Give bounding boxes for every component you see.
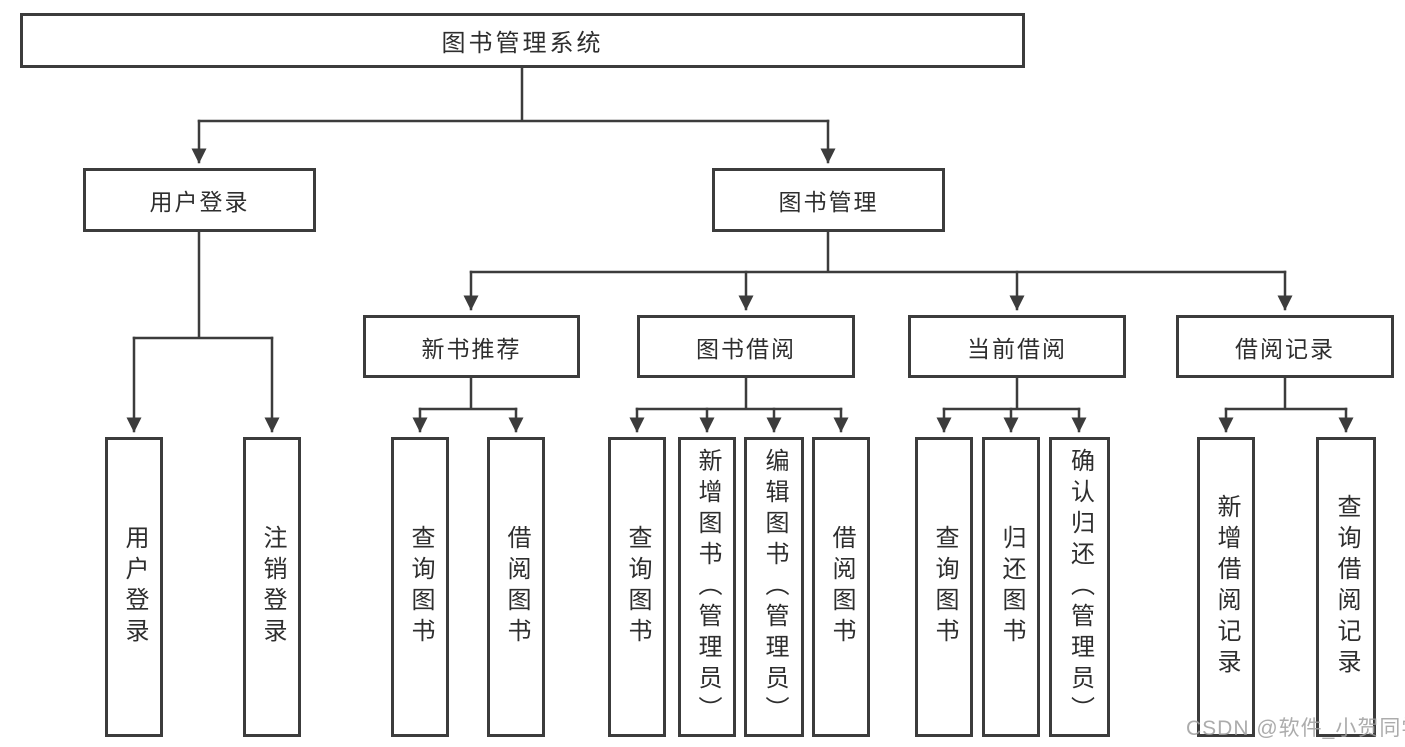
node-user-login: 用户登录: [83, 168, 316, 232]
node-label: 当前借阅: [967, 335, 1067, 362]
node-book-borrow: 图书借阅: [637, 315, 855, 378]
leaf-add-books-admin: 新增图书（管理员）: [678, 437, 736, 737]
leaf-borrow-books-newbook: 借阅图书: [487, 437, 545, 737]
connector-borrow-to-leaves: [629, 376, 849, 433]
node-label: 图书借阅: [696, 335, 796, 362]
leaf-label: 用户登录: [121, 525, 148, 649]
leaf-label: 查询图书: [624, 525, 651, 649]
leaf-label: 确认归还（管理员）: [1066, 447, 1094, 727]
connector-newbook-to-leaves: [412, 376, 524, 433]
leaf-user-login: 用户登录: [105, 437, 163, 737]
leaf-confirm-return-admin: 确认归还（管理员）: [1049, 437, 1110, 737]
node-current-borrow: 当前借阅: [908, 315, 1126, 378]
leaf-label: 新增图书（管理员）: [694, 447, 721, 727]
node-label: 新书推荐: [421, 335, 522, 362]
leaf-query-borrow-record: 查询借阅记录: [1316, 437, 1376, 737]
leaf-label: 查询借阅记录: [1333, 494, 1360, 680]
csdn-watermark: CSDN @软件_小贺同学: [1186, 717, 1405, 740]
connector-login-to-leaves: [126, 230, 280, 433]
leaf-label: 借阅图书: [503, 525, 530, 649]
node-new-book-recommend: 新书推荐: [363, 315, 580, 378]
leaf-label: 注销登录: [259, 525, 286, 649]
leaf-label: 查询图书: [407, 525, 434, 649]
node-book-management: 图书管理: [712, 168, 945, 232]
leaf-query-books-newbook: 查询图书: [391, 437, 449, 737]
node-system-root: 图书管理系统: [20, 13, 1025, 68]
leaf-label: 借阅图书: [828, 525, 855, 649]
leaf-label: 查询图书: [931, 525, 958, 649]
node-borrow-records: 借阅记录: [1176, 315, 1394, 378]
leaf-borrow-books-borrow: 借阅图书: [812, 437, 870, 737]
node-label: 图书管理: [778, 189, 879, 215]
leaf-return-books: 归还图书: [982, 437, 1040, 737]
node-label: 图书管理系统: [441, 30, 604, 57]
leaf-add-borrow-record: 新增借阅记录: [1197, 437, 1255, 737]
leaf-label: 新增借阅记录: [1213, 494, 1240, 680]
leaf-edit-books-admin: 编辑图书（管理员）: [744, 437, 804, 737]
leaf-label: 编辑图书（管理员）: [761, 447, 788, 727]
leaf-query-books-borrow: 查询图书: [608, 437, 666, 737]
connector-management-to-level2: [463, 230, 1293, 311]
connector-current-to-leaves: [936, 376, 1087, 433]
node-label: 用户登录: [149, 189, 250, 215]
connector-records-to-leaves: [1218, 376, 1354, 433]
leaf-logout: 注销登录: [243, 437, 301, 737]
connector-root-to-level1: [191, 66, 836, 164]
node-label: 借阅记录: [1235, 335, 1335, 362]
leaf-label: 归还图书: [998, 525, 1025, 649]
leaf-query-books-current: 查询图书: [915, 437, 973, 737]
